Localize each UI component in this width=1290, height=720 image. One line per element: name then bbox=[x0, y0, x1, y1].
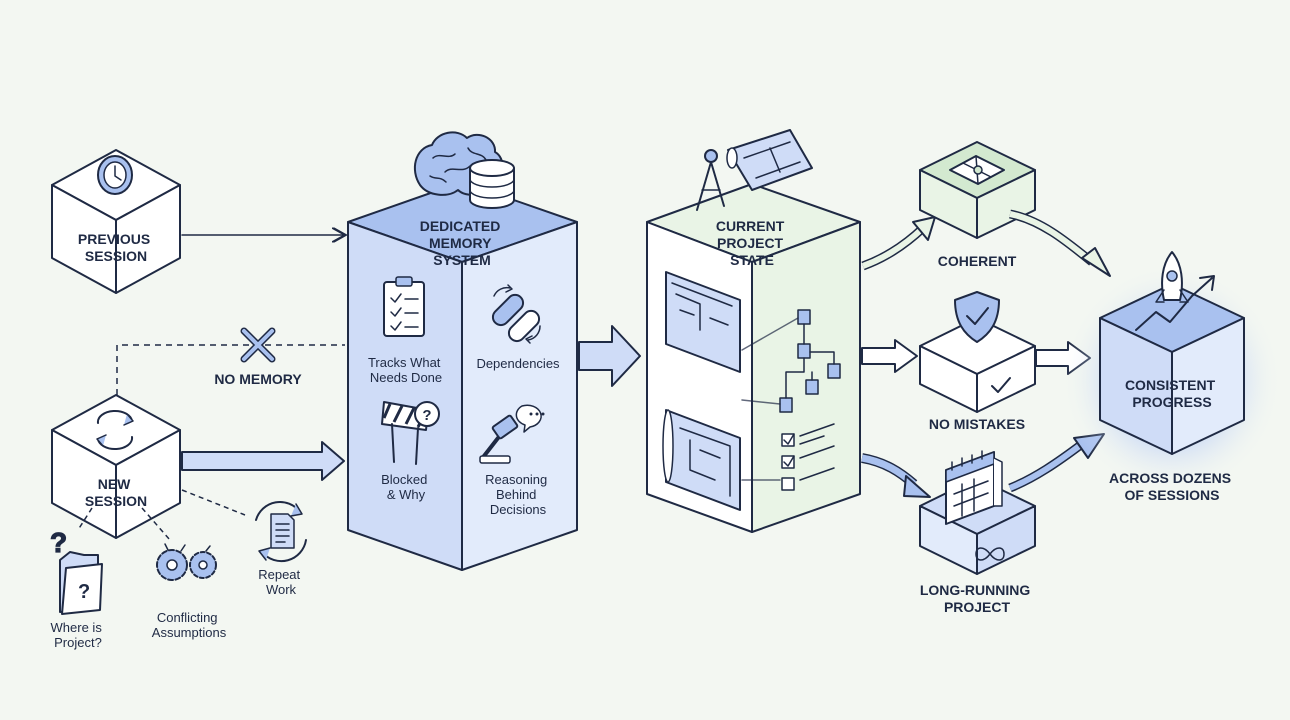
previous-session-node: PREVIOUS SESSION bbox=[51, 149, 181, 294]
memory-system-pillar bbox=[347, 181, 578, 571]
state-to-no-mistakes-arrow bbox=[861, 339, 918, 373]
coherent-label: COHERENT bbox=[938, 253, 1017, 269]
svg-text:?: ? bbox=[50, 527, 67, 558]
long-running-label: LONG-RUNNING PROJECT bbox=[920, 582, 1034, 615]
where-is-project-label: Where is Project? bbox=[51, 620, 106, 650]
database-icon bbox=[469, 159, 515, 209]
refresh-icon bbox=[96, 410, 134, 450]
consistent-progress-node bbox=[1099, 283, 1245, 455]
puzzle-icon bbox=[949, 155, 1005, 185]
reasoning-label: Reasoning Behind Decisions bbox=[485, 472, 551, 517]
shield-check-icon bbox=[954, 291, 1000, 343]
long-running-to-progress-arrow bbox=[1008, 441, 1084, 491]
memory-to-state-arrow bbox=[578, 325, 641, 387]
dash-to-conflicting bbox=[141, 507, 171, 541]
gavel-icon bbox=[479, 404, 545, 464]
svg-text:?: ? bbox=[78, 581, 90, 603]
compass-icon bbox=[696, 149, 725, 211]
clipboard-icon bbox=[383, 276, 425, 337]
no-memory-label: NO MEMORY bbox=[214, 371, 302, 387]
roadblock-icon: ? bbox=[381, 401, 440, 465]
rocket-icon bbox=[1135, 251, 1215, 331]
new-session-node: NEW SESSION bbox=[51, 394, 181, 539]
project-state-title: CURRENT PROJECT STATE bbox=[716, 218, 788, 268]
checklist-icon bbox=[741, 423, 835, 491]
chain-link-icon bbox=[491, 284, 541, 344]
conflicting-assumptions-label: Conflicting Assumptions bbox=[152, 610, 227, 640]
folder-question-icon: ? ? bbox=[49, 526, 103, 615]
no-mistakes-label: NO MISTAKES bbox=[929, 416, 1025, 432]
check-mark-icon bbox=[991, 377, 1011, 393]
tracks-label: Tracks What Needs Done bbox=[368, 355, 444, 385]
blueprint-icon bbox=[726, 129, 813, 191]
task-flow-icon bbox=[741, 309, 841, 413]
across-dozens-label: ACROSS DOZENS OF SESSIONS bbox=[1109, 470, 1235, 503]
clock-icon bbox=[97, 155, 133, 195]
infinity-icon bbox=[975, 547, 1005, 561]
blocked-why-label: Blocked & Why bbox=[381, 472, 431, 502]
dash-to-repeat bbox=[181, 489, 246, 516]
floorplan-icon bbox=[662, 409, 741, 511]
previous-session-label: PREVIOUS SESSION bbox=[78, 231, 154, 264]
dash-to-where bbox=[77, 507, 93, 531]
repeat-document-icon bbox=[255, 501, 307, 563]
repeat-work-label: Repeat Work bbox=[258, 567, 304, 597]
svg-text:?: ? bbox=[422, 407, 431, 424]
consistent-progress-label: CONSISTENT PROGRESS bbox=[1125, 377, 1219, 410]
calendar-icon bbox=[945, 450, 1003, 525]
new-to-memory-arrow bbox=[181, 441, 345, 481]
x-mark-icon bbox=[240, 327, 276, 363]
memory-system-title: DEDICATED MEMORY SYSTEM bbox=[420, 218, 505, 268]
dependencies-label: Dependencies bbox=[476, 356, 560, 371]
state-to-coherent-arrow bbox=[861, 225, 926, 269]
gears-icon bbox=[156, 543, 217, 581]
no-mistakes-node bbox=[919, 317, 1036, 413]
no-memory-dashed-line bbox=[116, 344, 345, 395]
new-session-label: NEW SESSION bbox=[85, 476, 147, 509]
screen-layout-icon bbox=[665, 271, 741, 373]
